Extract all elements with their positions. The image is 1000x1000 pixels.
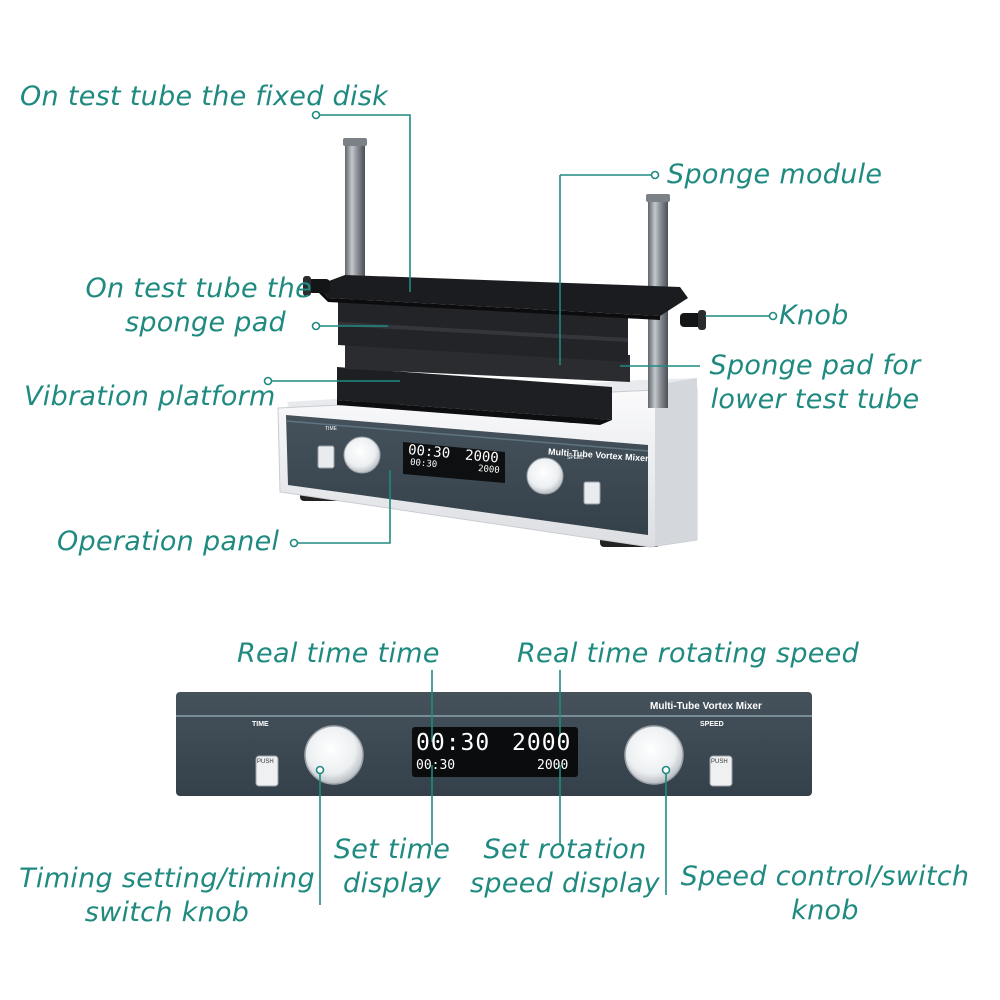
knob-icon	[303, 276, 330, 296]
knob-icon	[680, 310, 706, 330]
display-time-set: 00:30	[416, 758, 456, 773]
display-screen	[412, 727, 578, 777]
push-button-icon	[255, 755, 279, 787]
device-brand-closeup: Multi-Tube Vortex Mixer	[650, 701, 762, 712]
leader-dots	[263, 110, 778, 548]
label-set-rotation-2: speed display	[470, 868, 660, 899]
label-set-time-2: display	[343, 868, 441, 899]
label-sponge-pad-lower-2: lower test tube	[710, 384, 920, 415]
label-timing-knob-1: Timing setting/timing	[19, 863, 315, 894]
vibration-platform	[337, 367, 612, 425]
push-label-right: PUSH	[711, 759, 728, 765]
label-speed-knob-1: Speed control/switch	[680, 861, 970, 892]
display-speed-set-small: 2000	[477, 464, 501, 476]
push-button-icon	[709, 755, 733, 787]
label-operation-panel: Operation panel	[57, 526, 280, 557]
display-time-real: 00:30	[416, 730, 491, 756]
push-label-left: PUSH	[257, 759, 274, 765]
leader-dots-lower	[315, 765, 671, 775]
label-vibration-platform: Vibration platform	[24, 381, 276, 412]
device-side	[655, 378, 697, 545]
label-real-time-time: Real time time	[237, 638, 440, 669]
leader-lines	[270, 114, 773, 544]
vortex-mixer-device	[277, 378, 698, 548]
label-knob: Knob	[779, 300, 849, 331]
label-fixed-disk: On test tube the fixed disk	[20, 81, 389, 112]
knob-icon	[526, 457, 564, 495]
rod-icon	[345, 142, 365, 302]
label-sponge-pad-lower-1: Sponge pad for	[709, 350, 921, 381]
label-sponge-module: Sponge module	[667, 159, 883, 190]
knob-icon	[343, 436, 381, 474]
display-speed-real: 2000	[512, 730, 572, 756]
label-timing-knob-2: switch knob	[84, 897, 250, 928]
display-speed-set: 2000	[537, 758, 569, 773]
leader-lines-lower	[319, 670, 667, 905]
label-set-time-1: Set time	[333, 834, 451, 865]
time-label-small: TIME	[325, 426, 337, 432]
label-set-rotation-1: Set rotation	[483, 834, 647, 865]
label-speed-knob-2: knob	[791, 895, 859, 926]
label-sponge-pad-upper-2: sponge pad	[125, 307, 286, 338]
display-screen	[403, 442, 505, 483]
label-real-time-speed: Real time rotating speed	[517, 638, 860, 669]
speed-label-small: SPEED	[567, 455, 584, 461]
time-label-closeup: TIME	[252, 721, 269, 728]
push-button-icon	[583, 481, 601, 505]
push-button-icon	[317, 445, 335, 469]
label-sponge-pad-upper-1: On test tube the	[85, 273, 312, 304]
knob-icon	[624, 725, 684, 785]
speed-label-closeup: SPEED	[700, 721, 724, 728]
knob-icon	[304, 725, 364, 785]
